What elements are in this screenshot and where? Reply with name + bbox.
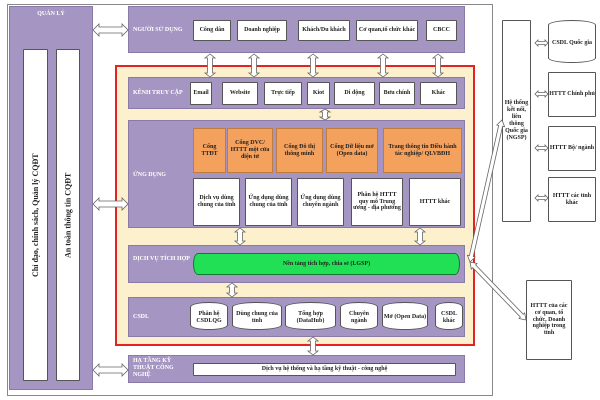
channel-website[interactable]: Website <box>222 82 258 105</box>
channel-other[interactable]: Khác <box>420 82 457 105</box>
portal-smart-city[interactable]: Cổng Đô thị thông minh <box>276 128 323 173</box>
security-box: An toàn thông tin CQĐT <box>56 49 80 381</box>
app-shared-services[interactable]: Dịch vụ dùng chung của tỉnh <box>193 178 240 226</box>
db-specialized[interactable]: Chuyên ngành <box>340 302 378 330</box>
ministry-systems[interactable]: HTTT Bộ/ ngành <box>548 126 596 171</box>
user-business[interactable]: Doanh nghiệp <box>237 20 287 41</box>
portal-operations[interactable]: Trang thông tin Điều hành tác nghiệp/ QL… <box>383 128 462 173</box>
channels-label: KÊNH TRUY CẬP <box>133 90 183 96</box>
app-shared-apps[interactable]: Ứng dụng dùng chung của tỉnh <box>245 178 292 226</box>
double-arrow <box>534 194 549 202</box>
db-datahub[interactable]: Tổng hợp (DataHub) <box>285 302 336 330</box>
ngsp-box[interactable]: Hệ thống kết nối, liên thông Quốc gia (N… <box>502 20 531 222</box>
user-officials[interactable]: CBCC <box>426 20 457 41</box>
other-provinces-systems[interactable]: HTTT các tỉnh khác <box>548 177 596 222</box>
portal-public-services[interactable]: Cổng DVC/ HTTT một cửa điện tử <box>227 128 273 173</box>
double-arrow <box>534 144 549 152</box>
channel-email[interactable]: Email <box>190 82 212 105</box>
government-systems[interactable]: HTTT Chính phủ <box>548 72 596 117</box>
db-other[interactable]: CSDL khác <box>435 302 463 330</box>
db-national-subsystem[interactable]: Phân hệ CSDLQG <box>190 302 228 330</box>
portal-open-data[interactable]: Cổng Dữ liệu mở (Open data) <box>326 128 378 173</box>
channel-post[interactable]: Bưu chính <box>379 82 415 105</box>
double-arrow <box>534 90 549 98</box>
user-citizen[interactable]: Công dân <box>193 20 231 41</box>
databases-label: CSDL <box>133 314 150 320</box>
user-visitor[interactable]: Khách/Du khách <box>298 20 350 41</box>
apps-label: ỨNG DỤNG <box>133 172 166 178</box>
national-database[interactable]: CSDL Quốc gia <box>548 20 596 63</box>
management-panel: QUẢN LÝ Chỉ đạo, chính sách, Quản lý CQĐ… <box>9 6 93 390</box>
management-title: QUẢN LÝ <box>37 11 65 17</box>
channel-mobile[interactable]: Di động <box>334 82 375 105</box>
lgsp-platform[interactable]: Nền tảng tích hợp, chia sẻ (LGSP) <box>193 253 460 275</box>
infrastructure-label: HẠ TẦNG KỸ THUẬT CÔNG NGHỆ <box>133 358 174 379</box>
app-specialized[interactable]: Ứng dụng dùng chuyên ngành <box>297 178 344 226</box>
app-other[interactable]: HTTT khác <box>409 178 461 226</box>
integration-label: DỊCH VỤ TÍCH HỢP <box>133 256 190 262</box>
infrastructure-service[interactable]: Dịch vụ hệ thống và hạ tầng kỹ thuật - c… <box>193 363 456 376</box>
local-organizations-systems[interactable]: HTTT của các cơ quan, tổ chức, Doanh ngh… <box>526 280 572 360</box>
channel-kiosk[interactable]: Kiot <box>307 82 330 105</box>
portal-ttdt[interactable]: Cổng TTĐT <box>193 128 226 173</box>
user-organization[interactable]: Cơ quan,tổ chức khác <box>356 20 418 41</box>
db-open-data[interactable]: Mở (Open Data) <box>382 302 428 330</box>
channel-direct[interactable]: Trực tiếp <box>264 82 302 105</box>
app-central-local[interactable]: Phân hệ HTTT quy mô Trung ương - địa phư… <box>351 178 403 226</box>
db-shared[interactable]: Dùng chung của tỉnh <box>232 302 282 330</box>
double-arrow <box>534 39 549 47</box>
policy-box: Chỉ đạo, chính sách, Quản lý CQĐT <box>23 49 48 381</box>
users-label: NGƯỜI SỬ DỤNG <box>133 27 183 33</box>
